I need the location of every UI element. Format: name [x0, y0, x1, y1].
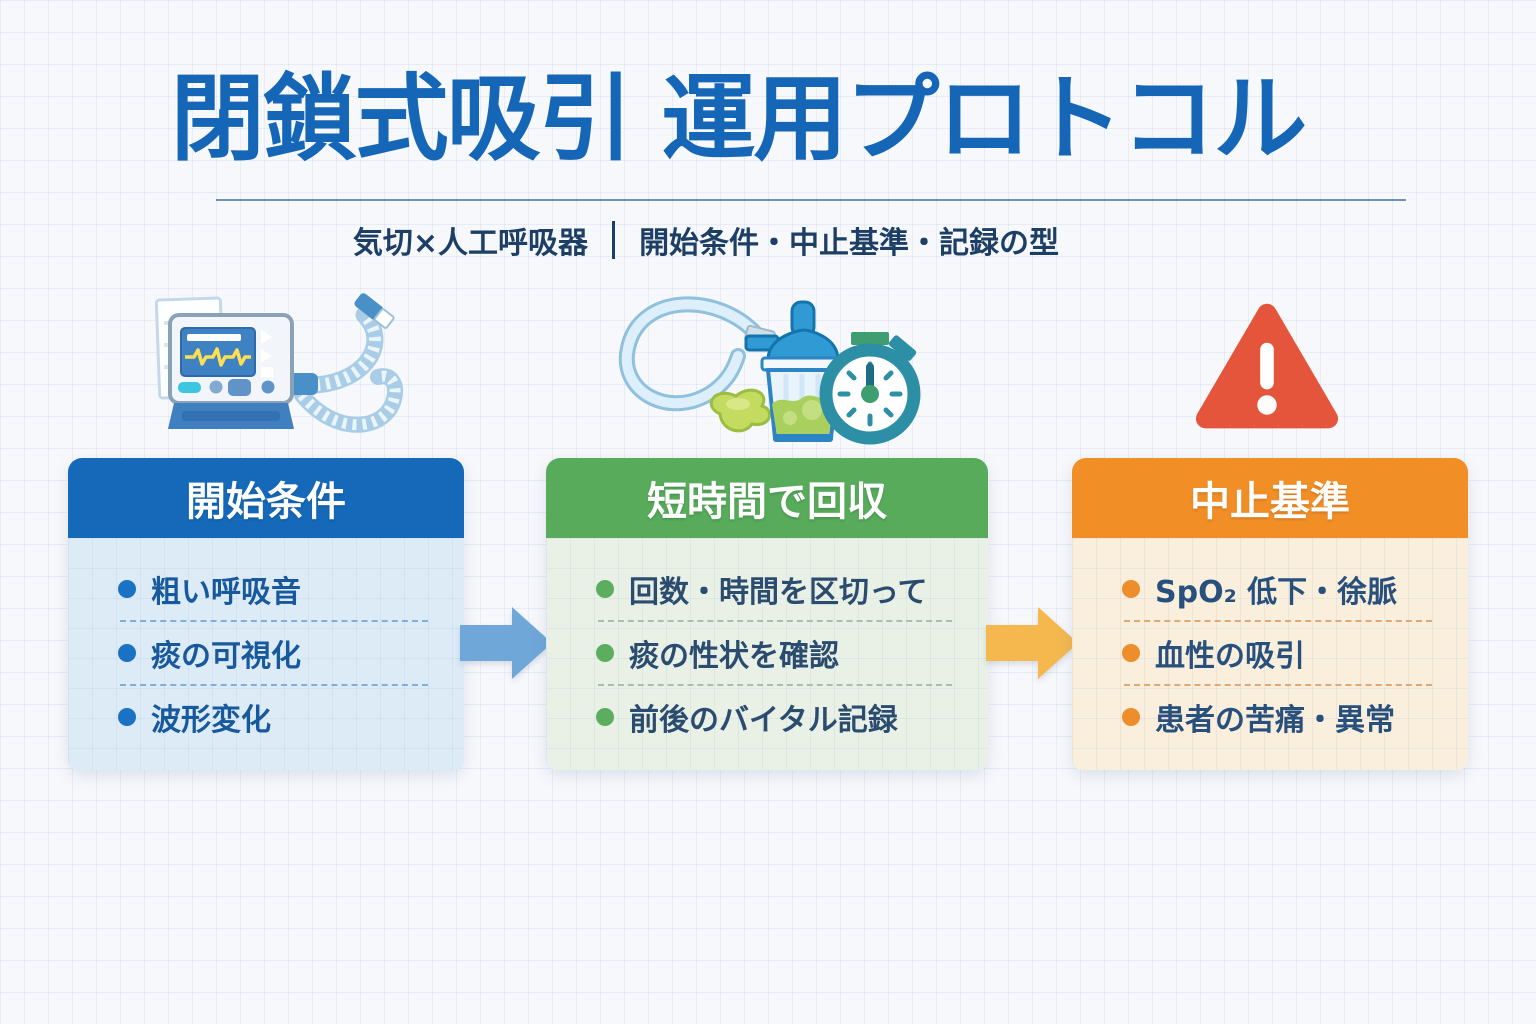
card-start-conditions: 開始条件 粗い呼吸音 痰の可視化 波形変化	[68, 458, 464, 770]
subtitle-left: 気切×人工呼吸器	[352, 226, 589, 261]
dashed-separator	[1124, 684, 1432, 686]
bullet-dot	[118, 708, 136, 726]
arrow-right-icon	[460, 606, 554, 684]
list-item: 回数・時間を区切って	[596, 558, 958, 620]
subtitle-right: 開始条件・中止基準・記録の型	[639, 226, 1060, 261]
subtitle: 気切×人工呼吸器 開始条件・中止基準・記録の型	[0, 218, 1474, 262]
bullet-dot	[596, 580, 614, 598]
bullet-dot	[118, 644, 136, 662]
list-item: SpO₂ 低下・徐脈	[1122, 558, 1438, 620]
card-start-conditions-body: 粗い呼吸音 痰の可視化 波形変化	[68, 538, 464, 770]
bullet-dot	[596, 708, 614, 726]
page-title: 閉鎖式吸引 運用プロトコル	[170, 65, 1308, 174]
dashed-separator	[598, 620, 952, 622]
dashed-separator	[1124, 620, 1432, 622]
dashed-separator	[120, 684, 428, 686]
bullet-dot	[596, 644, 614, 662]
list-item: 前後のバイタル記録	[596, 686, 958, 748]
card-short-time-collection-body: 回数・時間を区切って 痰の性状を確認 前後のバイタル記録	[546, 538, 988, 770]
title-divider-line	[216, 199, 1406, 201]
list-item: 患者の苦痛・異常	[1122, 686, 1438, 748]
bullet-dot	[1122, 708, 1140, 726]
bullet-dot	[1122, 580, 1140, 598]
card-start-conditions-title: 開始条件	[68, 458, 464, 538]
list-item: 波形変化	[118, 686, 434, 748]
card-stop-criteria-body: SpO₂ 低下・徐脈 血性の吸引 患者の苦痛・異常	[1072, 538, 1468, 770]
arrow-right-icon	[986, 606, 1080, 684]
warning-triangle-icon	[1194, 298, 1340, 442]
list-item: 痰の性状を確認	[596, 622, 958, 684]
suction-canister-stopwatch-icon	[600, 286, 930, 462]
card-stop-criteria-title: 中止基準	[1072, 458, 1468, 538]
bullet-dot	[1122, 644, 1140, 662]
list-item: 粗い呼吸音	[118, 558, 434, 620]
subtitle-separator-bar	[612, 221, 616, 259]
card-short-time-collection: 短時間で回収 回数・時間を区切って 痰の性状を確認 前後のバイタル記録	[546, 458, 988, 770]
bullet-dot	[118, 580, 136, 598]
ventilator-icon	[150, 292, 410, 454]
card-stop-criteria: 中止基準 SpO₂ 低下・徐脈 血性の吸引 患者の苦痛・異常	[1072, 458, 1468, 770]
card-short-time-collection-title: 短時間で回収	[546, 458, 988, 538]
list-item: 痰の可視化	[118, 622, 434, 684]
dashed-separator	[120, 620, 428, 622]
list-item: 血性の吸引	[1122, 622, 1438, 684]
dashed-separator	[598, 684, 952, 686]
